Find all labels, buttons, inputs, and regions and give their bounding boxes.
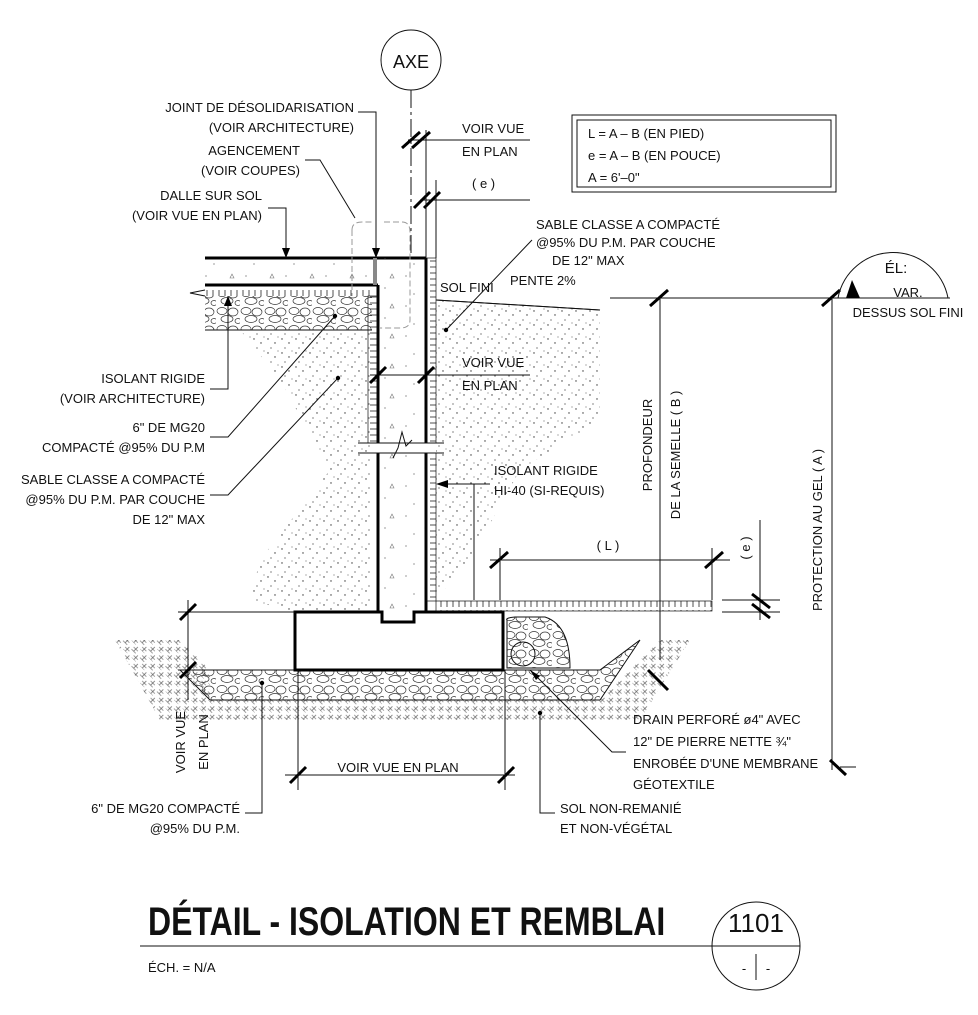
label-drain-2: 12" DE PIERRE NETTE ¾" <box>633 734 791 749</box>
label-drain-4: GÉOTEXTILE <box>633 777 715 792</box>
footing <box>293 600 713 672</box>
perforated-drain-pipe <box>510 641 536 667</box>
label-el: ÉL: <box>885 260 908 277</box>
label-pente: PENTE 2% <box>510 273 576 288</box>
label-l-dim: ( L ) <box>597 538 620 553</box>
label-isolant-hi40-1: ISOLANT RIGIDE <box>494 463 598 478</box>
slab-on-grade <box>189 256 426 331</box>
sheet-number-right: - <box>766 961 770 976</box>
label-e-top: ( e ) <box>472 176 495 191</box>
label-dalle-2: (VOIR VUE EN PLAN) <box>132 208 262 223</box>
label-voir-mid-1: VOIR VUE <box>462 355 524 370</box>
annotations: JOINT DE DÉSOLIDARISATION (VOIR ARCHITEC… <box>21 100 963 836</box>
label-dessus-sol-fini: DESSUS SOL FINI <box>853 305 964 320</box>
label-sol-nonremanie-1: SOL NON-REMANIÉ <box>560 801 682 816</box>
horizontal-insulation <box>435 600 713 612</box>
label-voir-top-2: EN PLAN <box>462 144 518 159</box>
title-block: DÉTAIL - ISOLATION ET REMBLAI ÉCH. = N/A… <box>140 899 801 991</box>
label-protection: PROTECTION AU GEL ( A ) <box>810 449 825 611</box>
label-agencement-1: AGENCEMENT <box>208 143 300 158</box>
detail-title: DÉTAIL - ISOLATION ET REMBLAI <box>148 899 665 944</box>
label-sable-left-3: DE 12" MAX <box>132 512 205 527</box>
legend-line-a: A = 6'–0" <box>588 170 640 185</box>
label-voir-bottom-1: VOIR VUE <box>173 711 188 773</box>
axis-marker: AXE <box>380 29 442 258</box>
label-e-dim: ( e ) <box>738 536 753 559</box>
label-var: VAR. <box>893 285 922 300</box>
label-sol-nonremanie-2: ET NON-VÉGÉTAL <box>560 821 672 836</box>
label-mg20-bottom-2: @95% DU P.M. <box>150 821 240 836</box>
label-isolant-1: ISOLANT RIGIDE <box>101 371 205 386</box>
scale-label: ÉCH. = N/A <box>148 960 216 975</box>
label-profondeur-2: DE LA SEMELLE ( B ) <box>668 391 683 520</box>
label-agencement-2: (VOIR COUPES) <box>201 163 300 178</box>
label-sable-right-1: SABLE CLASSE A COMPACTÉ <box>536 217 720 232</box>
foundation-wall <box>351 221 601 612</box>
formula-legend: L = A – B (EN PIED) e = A – B (EN POUCE)… <box>571 114 837 193</box>
label-isolant-hi40-2: HI-40 (SI-REQUIS) <box>494 483 605 498</box>
axis-label: AXE <box>393 52 429 72</box>
label-sable-right-3: DE 12" MAX <box>552 253 625 268</box>
gravel-bed <box>178 616 641 701</box>
dimension-lines <box>178 130 950 790</box>
label-voir-bottom-2: EN PLAN <box>196 714 211 770</box>
detail-number: 1101 <box>728 908 784 938</box>
label-sable-left-2: @95% DU P.M. PAR COUCHE <box>25 492 205 507</box>
label-voir-horizontal: VOIR VUE EN PLAN <box>337 760 458 775</box>
leader-lines <box>210 111 626 814</box>
legend-line-l: L = A – B (EN PIED) <box>588 126 704 141</box>
label-voir-mid-2: EN PLAN <box>462 378 518 393</box>
label-sable-right-2: @95% DU P.M. PAR COUCHE <box>536 235 716 250</box>
label-joint-1: JOINT DE DÉSOLIDARISATION <box>165 100 354 115</box>
label-isolant-2: (VOIR ARCHITECTURE) <box>60 391 205 406</box>
label-drain-1: DRAIN PERFORÉ ø4" AVEC <box>633 712 801 727</box>
label-mg20-bottom-1: 6" DE MG20 COMPACTÉ <box>91 801 240 816</box>
label-joint-2: (VOIR ARCHITECTURE) <box>209 120 354 135</box>
label-profondeur-1: PROFONDEUR <box>640 399 655 491</box>
legend-line-e: e = A – B (EN POUCE) <box>588 148 721 163</box>
label-drain-3: ENROBÉE D'UNE MEMBRANE <box>633 756 819 771</box>
label-sable-left-1: SABLE CLASSE A COMPACTÉ <box>21 472 205 487</box>
label-sol-fini: SOL FINI <box>440 280 494 295</box>
label-dalle-1: DALLE SUR SOL <box>160 188 262 203</box>
sheet-number-left: - <box>742 961 746 976</box>
label-mg20-1: 6" DE MG20 <box>132 420 205 435</box>
label-voir-top-1: VOIR VUE <box>462 121 524 136</box>
label-mg20-2: COMPACTÉ @95% DU P.M <box>42 440 205 455</box>
